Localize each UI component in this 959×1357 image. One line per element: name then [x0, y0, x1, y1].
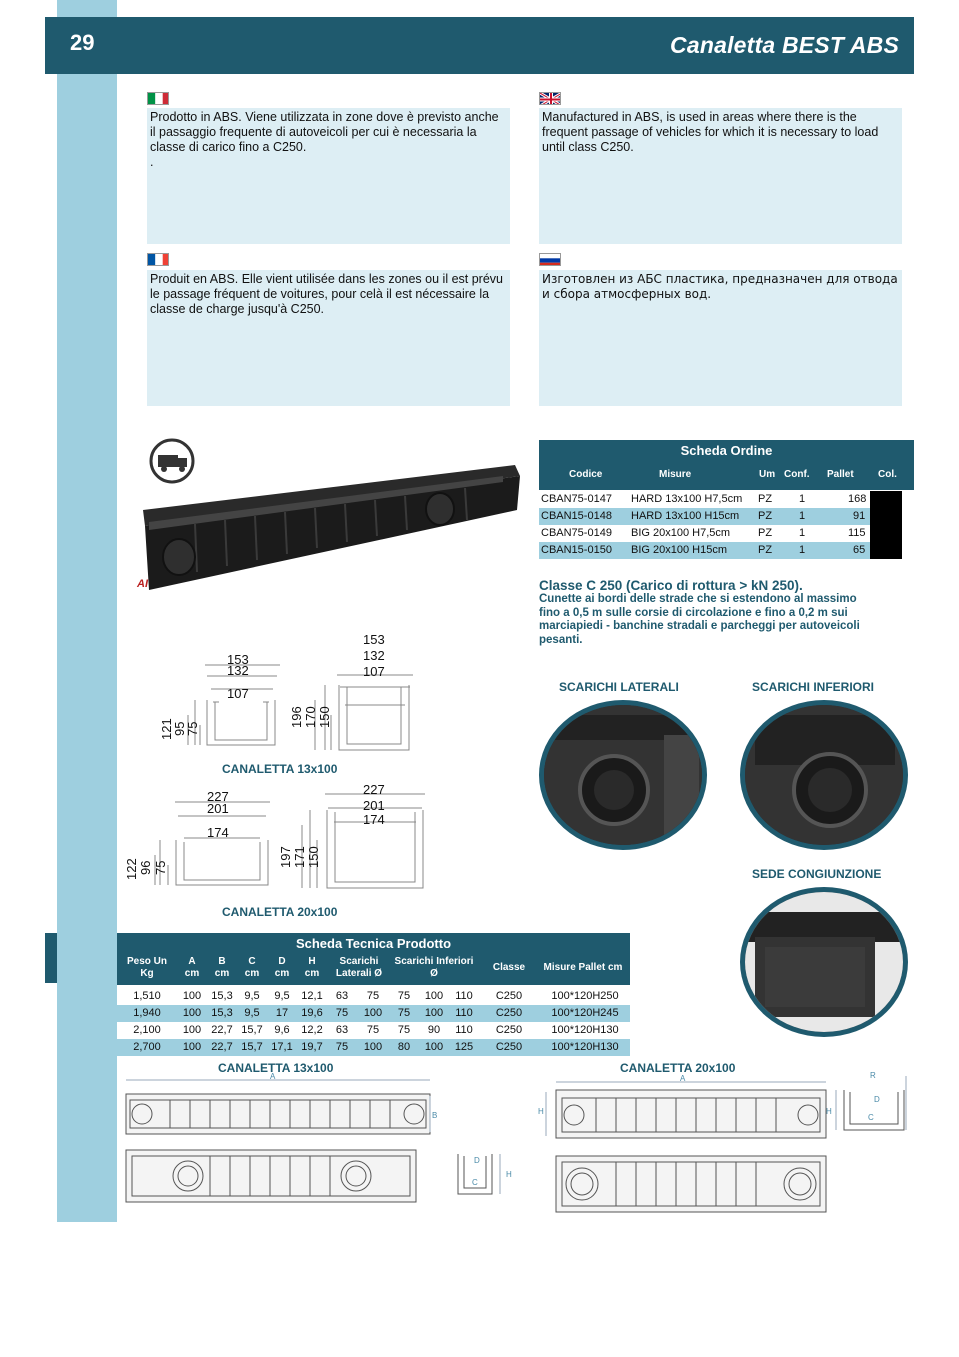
order-table-title: Scheda Ordine	[680, 443, 773, 458]
dim-side-2: 170	[303, 706, 318, 728]
dim-side-1: 122	[124, 858, 139, 880]
letter-c: C	[868, 1113, 874, 1122]
order-col-pallet: Pallet	[827, 469, 854, 480]
description-french-text: Produit en ABS. Elle vient utilisée dans…	[150, 272, 503, 316]
letter-d: D	[474, 1156, 480, 1165]
order-col-um: Um	[759, 469, 776, 480]
description-english-text: Manufactured in ABS, is used in areas wh…	[542, 110, 879, 154]
description-french: Produit en ABS. Elle vient utilisée dans…	[147, 270, 510, 406]
italy-flag-icon	[147, 92, 169, 105]
tech-table-accent	[45, 933, 57, 983]
dim-top-3: 174	[363, 812, 385, 827]
letter-h: H	[826, 1107, 832, 1116]
truck-load-icon	[149, 438, 195, 484]
france-flag-icon	[147, 253, 169, 266]
color-swatch-black	[870, 491, 902, 559]
tech-table-title: Scheda Tecnica Prodotto	[295, 936, 452, 951]
label-canaletta-20x100: CANALETTA 20x100	[222, 905, 338, 919]
dim-side-1: 121	[159, 718, 174, 740]
order-col-conf: Conf.	[784, 469, 810, 480]
dim-side-1: 196	[289, 706, 304, 728]
class-info-title: Classe C 250 (Carico di rottura > kN 250…	[539, 578, 803, 593]
photo-side-drains	[539, 700, 707, 850]
uk-flag-icon	[539, 92, 561, 105]
dim-top-1: 153	[363, 632, 385, 647]
side-strip	[57, 0, 117, 1222]
dim-side-2: 96	[138, 861, 153, 875]
description-italian-extra: .	[150, 155, 154, 169]
russia-flag-icon	[539, 253, 561, 266]
dim-top-3: 107	[363, 664, 385, 679]
dim-top-3: 107	[227, 686, 249, 701]
description-english: Manufactured in ABS, is used in areas wh…	[539, 108, 902, 244]
label-scarichi-inferiori: SCARICHI INFERIORI	[752, 680, 875, 694]
letter-h: H	[538, 1107, 544, 1116]
photo-bottom-drains	[740, 700, 908, 850]
header-bar	[45, 17, 914, 74]
letter-b: B	[432, 1111, 437, 1120]
letter-a: A	[680, 1074, 686, 1083]
description-russian-text: Изготовлен из АБС пластика, предназначен…	[542, 272, 898, 301]
label-bottom-20x100: CANALETTA 20x100	[620, 1061, 736, 1075]
page-number: 29	[70, 30, 95, 55]
photo-joint-seat	[740, 887, 908, 1037]
dim-side-2: 95	[172, 722, 187, 736]
drawing-20x100: 227 201 174 122 96 75 227 201 174 197 17…	[124, 782, 425, 889]
order-table-header: Scheda Ordine Codice Misure Um Conf. Pal…	[539, 440, 914, 490]
dim-side-3: 150	[306, 846, 321, 868]
class-info-text: Cunette ai bordi delle strade che si est…	[539, 593, 860, 646]
dim-top-2: 201	[363, 798, 385, 813]
dim-side-1: 197	[278, 846, 293, 868]
dim-top-3: 174	[207, 825, 229, 840]
dim-side-3: 75	[185, 722, 200, 736]
description-italian: Prodotto in ABS. Viene utilizzata in zon…	[147, 108, 510, 244]
label-canaletta-13x100: CANALETTA 13x100	[222, 762, 338, 776]
letter-d: D	[874, 1095, 880, 1104]
order-col-size: Misure	[659, 469, 692, 480]
dim-top-1: 153	[227, 652, 249, 667]
dim-side-3: 75	[153, 861, 168, 875]
dim-side-2: 171	[292, 846, 307, 868]
drawing-bottom-20x100: A H H R D C	[538, 1071, 907, 1213]
dim-top-2: 132	[227, 663, 249, 678]
drawing-bottom-13x100: A B D C H	[125, 1072, 512, 1203]
description-italian-text: Prodotto in ABS. Viene utilizzata in zon…	[150, 110, 499, 154]
letter-c: C	[472, 1178, 478, 1187]
svg-text:AI: AI	[136, 578, 149, 590]
dim-top-2: 132	[363, 648, 385, 663]
page-title: Canaletta BEST ABS	[670, 32, 899, 58]
dim-top-1: 227	[207, 789, 229, 804]
description-russian: Изготовлен из АБС пластика, предназначен…	[539, 270, 902, 406]
order-col-code: Codice	[569, 469, 603, 480]
dim-top-1: 227	[363, 782, 385, 797]
order-table: Scheda Ordine Codice Misure Um Conf. Pal…	[539, 440, 914, 559]
letter-a: A	[270, 1072, 276, 1081]
label-bottom-13x100: CANALETTA 13x100	[218, 1061, 334, 1075]
label-scarichi-laterali: SCARICHI LATERALI	[559, 680, 679, 694]
order-col-col: Col.	[878, 469, 897, 480]
label-sede-congiunzione: SEDE CONGIUNZIONE	[752, 867, 882, 881]
dim-side-3: 150	[317, 706, 332, 728]
class-info: Classe C 250 (Carico di rottura > kN 250…	[539, 578, 869, 647]
letter-r: R	[870, 1071, 876, 1080]
channel-product-image: AI	[135, 462, 525, 597]
letter-h: H	[506, 1170, 512, 1179]
dim-top-2: 201	[207, 801, 229, 816]
drawing-13x100: 153 132 107 121 95 75 153 132 107 196 17…	[159, 632, 413, 751]
